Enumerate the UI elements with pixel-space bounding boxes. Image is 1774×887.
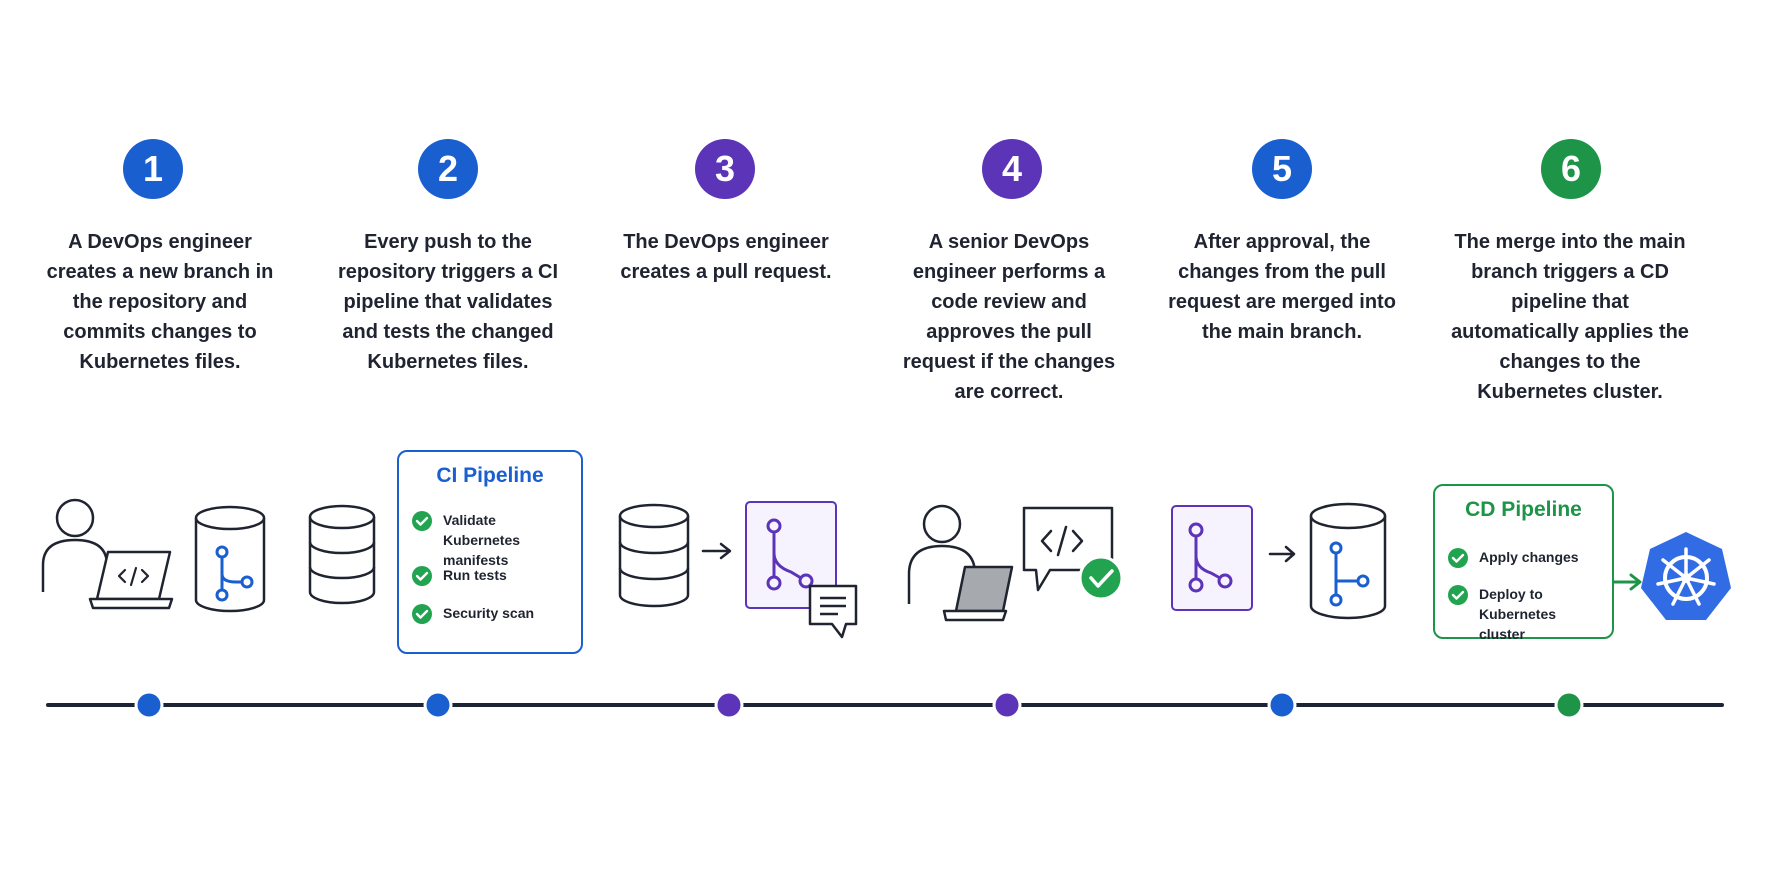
check-icon [412, 566, 432, 586]
code-icon [117, 566, 150, 587]
arrow-right-icon [1612, 573, 1642, 591]
user-icon [907, 504, 977, 604]
step-4-description: A senior DevOps engineer performs a code… [902, 231, 1116, 403]
git-branch-icon [766, 518, 814, 591]
timeline-dot-4 [992, 690, 1022, 720]
step-5-badge: 5 [1252, 139, 1312, 199]
timeline-dot-6 [1554, 690, 1584, 720]
step-6-description: The merge into the main branch triggers … [1451, 231, 1689, 403]
ci-pipeline-panel: CI Pipeline Validate Kubernetes manifest… [397, 450, 583, 654]
step-1-badge: 1 [123, 139, 183, 199]
timeline-dot-2 [423, 690, 453, 720]
check-icon [412, 511, 432, 531]
cd-pipeline-panel: CD Pipeline Apply changes Deploy to Kube… [1433, 484, 1614, 642]
kubernetes-helm-icon [1641, 532, 1731, 620]
step-1-description: A DevOps engineer creates a new branch i… [46, 231, 274, 373]
ci-pipeline-title: CI Pipeline [436, 464, 544, 487]
comment-icon [808, 584, 858, 639]
cd-pipeline-title: CD Pipeline [1465, 498, 1582, 521]
cd-item-label: Deploy to Kubernetes cluster [1479, 586, 1557, 642]
database-icon [618, 503, 690, 608]
step-2-description: Every push to the repository triggers a … [337, 231, 559, 373]
database-icon [194, 505, 266, 613]
timeline-dot-1 [134, 690, 164, 720]
check-icon [412, 604, 432, 624]
laptop-icon [942, 565, 1014, 622]
git-branch-icon [1188, 522, 1233, 593]
database-icon [308, 504, 376, 605]
timeline-dot-3 [714, 690, 744, 720]
step-3-badge: 3 [695, 139, 755, 199]
step-4-badge: 4 [982, 139, 1042, 199]
git-branch-icon [215, 545, 254, 602]
code-icon [1040, 525, 1084, 557]
git-branch-icon [1329, 541, 1370, 607]
database-icon [1309, 502, 1387, 620]
check-icon [1078, 555, 1124, 601]
timeline-dot-5 [1267, 690, 1297, 720]
step-6-badge: 6 [1541, 139, 1601, 199]
check-icon [1448, 548, 1468, 568]
step-3-description: The DevOps engineer creates a pull reque… [620, 231, 832, 283]
step-5-description: After approval, the changes from the pul… [1168, 231, 1396, 343]
step-2-badge: 2 [418, 139, 478, 199]
user-icon [41, 498, 109, 592]
ci-item-label: Validate Kubernetes manifests [443, 512, 521, 568]
cd-item-label: Apply changes [1479, 549, 1579, 565]
ci-item-label: Security scan [443, 605, 535, 621]
check-icon [1448, 585, 1468, 605]
ci-item-label: Run tests [443, 567, 507, 583]
arrow-right-icon [1268, 545, 1296, 563]
arrow-right-icon [701, 542, 732, 560]
